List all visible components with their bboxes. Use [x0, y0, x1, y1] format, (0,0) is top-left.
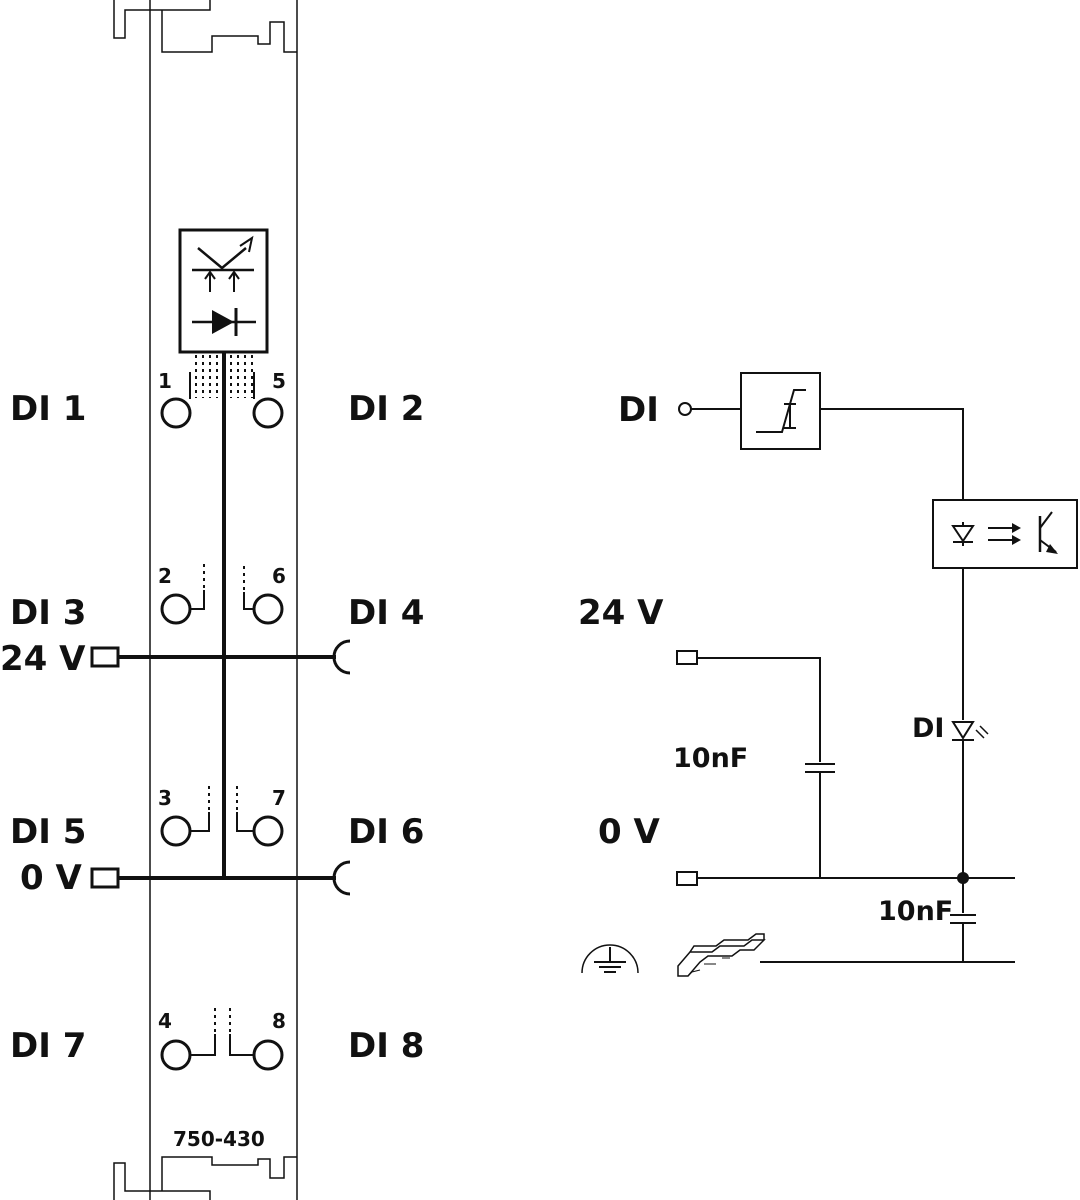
input-schematic: DI: [578, 372, 1078, 977]
terminal-4[interactable]: [160, 1039, 192, 1071]
schematic-0v-contact: [676, 871, 698, 886]
filter-block: [740, 372, 821, 450]
pin-number-1: 1: [158, 369, 172, 393]
spring-contact-0v: [332, 860, 351, 896]
label-di-6: DI 6: [348, 812, 424, 852]
power-contact-24v: [90, 646, 120, 668]
capacitor-1-label: 10nF: [673, 743, 748, 774]
pin-number-5: 5: [272, 369, 286, 393]
terminal-5[interactable]: [252, 397, 284, 429]
power-contact-0v: [90, 867, 120, 889]
label-di-8: DI 8: [348, 1026, 424, 1066]
schematic-input-label: DI: [618, 390, 659, 430]
part-number: 750-430: [173, 1127, 265, 1151]
led-label: DI: [912, 713, 944, 744]
label-di-2: DI 2: [348, 389, 424, 429]
label-di-3: DI 3: [10, 593, 86, 633]
spring-contact-24v: [332, 639, 351, 675]
label-di-4: DI 4: [348, 593, 424, 633]
capacitor-2: [950, 914, 976, 924]
schematic-24v-label: 24 V: [578, 593, 664, 633]
input-terminal: [678, 402, 692, 416]
terminal-module: 1 5 2 6 3 7 4 8 750-430: [90, 0, 351, 1200]
label-module-0v: 0 V: [20, 858, 82, 898]
ribbon-traces: [195, 355, 253, 398]
terminal-2[interactable]: [160, 593, 192, 625]
bottom-latch: [113, 1156, 297, 1200]
pin-number-3: 3: [158, 786, 172, 810]
pin-number-8: 8: [272, 1009, 286, 1033]
din-rail-icon: [677, 933, 766, 977]
earth-ground-icon: [581, 944, 639, 974]
label-module-24v: 24 V: [0, 639, 86, 679]
module-housing: [149, 0, 298, 1200]
terminal-7[interactable]: [252, 815, 284, 847]
label-di-1: DI 1: [10, 389, 86, 429]
pin-number-6: 6: [272, 564, 286, 588]
channel-labels: DI 1 DI 3 DI 5 DI 7 DI 2 DI 4 DI 6 DI 8 …: [0, 389, 424, 1066]
optocoupler: [932, 499, 1078, 569]
label-di-5: DI 5: [10, 812, 86, 852]
label-di-7: DI 7: [10, 1026, 86, 1066]
capacitor-2-label: 10nF: [878, 896, 953, 927]
terminal-1[interactable]: [160, 397, 192, 429]
pin-number-4: 4: [158, 1009, 172, 1033]
module-symbol-box: [178, 228, 269, 354]
pin-number-7: 7: [272, 786, 286, 810]
terminal-3[interactable]: [160, 815, 192, 847]
top-latch: [113, 0, 297, 53]
pin-number-2: 2: [158, 564, 172, 588]
terminal-8[interactable]: [252, 1039, 284, 1071]
capacitor-1: [805, 763, 835, 773]
status-led: [951, 721, 989, 741]
schematic-24v-contact: [676, 650, 698, 665]
terminal-6[interactable]: [252, 593, 284, 625]
schematic-0v-label: 0 V: [598, 812, 660, 852]
